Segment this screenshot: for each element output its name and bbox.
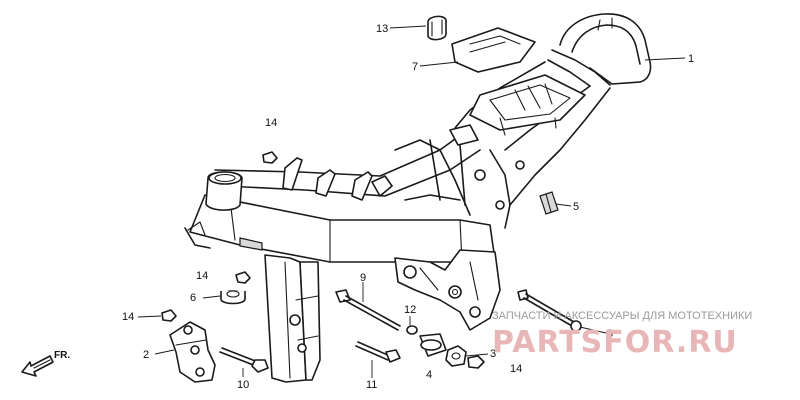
- callout-12: 12: [404, 304, 416, 316]
- nut-14-top: [262, 151, 278, 164]
- callout-4: 4: [426, 369, 432, 381]
- callout-3: 3: [490, 348, 496, 360]
- callout-13: 13: [376, 23, 388, 35]
- callout-6: 6: [190, 292, 196, 304]
- callout-9: 9: [360, 272, 366, 284]
- watermark-logo: PARTSFOR.RU: [492, 325, 738, 360]
- watermark-tagline: ЗАПЧАСТИ И АКСЕССУАРЫ ДЛЯ МОТОТЕХНИКИ: [492, 310, 752, 322]
- clamp-part: [427, 15, 447, 41]
- callout-2: 2: [143, 349, 149, 361]
- engine-bracket: [169, 321, 216, 383]
- callout-14-right: 14: [510, 363, 522, 375]
- bolt-9: [335, 289, 401, 331]
- nut-14-right: [467, 355, 485, 369]
- callout-8: 8: [607, 328, 613, 340]
- bolt-8: [517, 289, 582, 332]
- callout-14-left: 14: [122, 311, 134, 323]
- nut-14-mid: [235, 271, 251, 284]
- callout-11: 11: [366, 379, 377, 391]
- callout-1: 1: [688, 53, 694, 65]
- rear-cover-plate: [451, 27, 536, 73]
- leader-lines: [137, 25, 686, 378]
- callout-labels: 1 2 3 4 5 6 7 8 9 10 11 12 13 14 14 14 1…: [122, 23, 694, 391]
- callout-14-mid: 14: [196, 270, 208, 282]
- front-direction-arrow: FR.: [21, 350, 70, 377]
- washer-12: [406, 325, 418, 335]
- bushing-3: [445, 345, 467, 367]
- rubber-block: [539, 191, 559, 215]
- nut-14-left: [161, 309, 177, 322]
- collar-sleeve-4: [419, 333, 447, 357]
- direction-label: FR.: [54, 350, 70, 361]
- callout-14-top: 14: [265, 117, 277, 129]
- main-frame: [184, 13, 652, 383]
- collar-part: [220, 290, 246, 305]
- callout-5: 5: [573, 201, 579, 213]
- bolt-10: [219, 347, 269, 373]
- callout-10: 10: [237, 379, 249, 391]
- callout-7: 7: [412, 61, 418, 73]
- watermark: ЗАПЧАСТИ И АКСЕССУАРЫ ДЛЯ МОТОТЕХНИКИ PA…: [492, 310, 752, 360]
- bolt-11: [355, 341, 401, 363]
